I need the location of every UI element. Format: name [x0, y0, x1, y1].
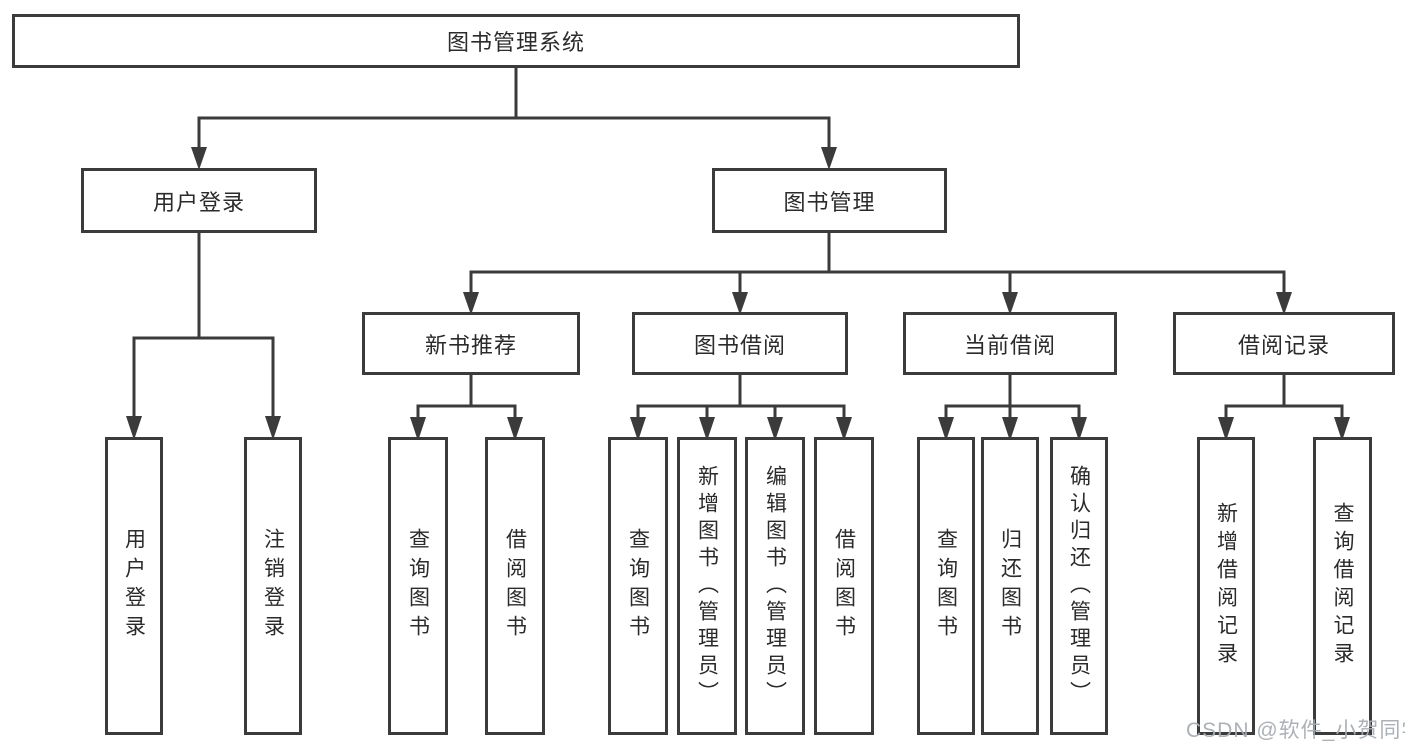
- leaf-query-book: 查询图书: [917, 437, 975, 735]
- node-book-management: 图书管理: [712, 168, 947, 233]
- leaf-edit-book-admin: 编辑图书（管理员）: [745, 437, 805, 735]
- arrowheads: [126, 147, 1350, 441]
- leaf-logout: 注销登录: [244, 437, 302, 735]
- node-system-root: 图书管理系统: [12, 14, 1020, 68]
- leaf-query-book: 查询图书: [388, 437, 448, 735]
- node-book-borrow: 图书借阅: [632, 312, 848, 375]
- node-current-borrow: 当前借阅: [903, 312, 1117, 375]
- leaf-confirm-return-admin: 确认归还（管理员）: [1050, 437, 1108, 735]
- leaf-user-login: 用户登录: [105, 437, 163, 735]
- node-new-book-recommend: 新书推荐: [362, 312, 580, 375]
- leaf-borrow-book: 借阅图书: [814, 437, 874, 735]
- node-user-login: 用户登录: [81, 168, 317, 233]
- leaf-return-book: 归还图书: [981, 437, 1039, 735]
- leaf-add-book-admin: 新增图书（管理员）: [677, 437, 737, 735]
- leaf-query-book: 查询图书: [608, 437, 668, 735]
- leaf-add-borrow-record: 新增借阅记录: [1197, 437, 1255, 735]
- leaf-query-borrow-record: 查询借阅记录: [1313, 437, 1372, 735]
- csdn-watermark: CSDN @软件_小贺同学: [1186, 719, 1405, 742]
- node-borrow-record: 借阅记录: [1173, 312, 1395, 375]
- leaf-borrow-book: 借阅图书: [485, 437, 545, 735]
